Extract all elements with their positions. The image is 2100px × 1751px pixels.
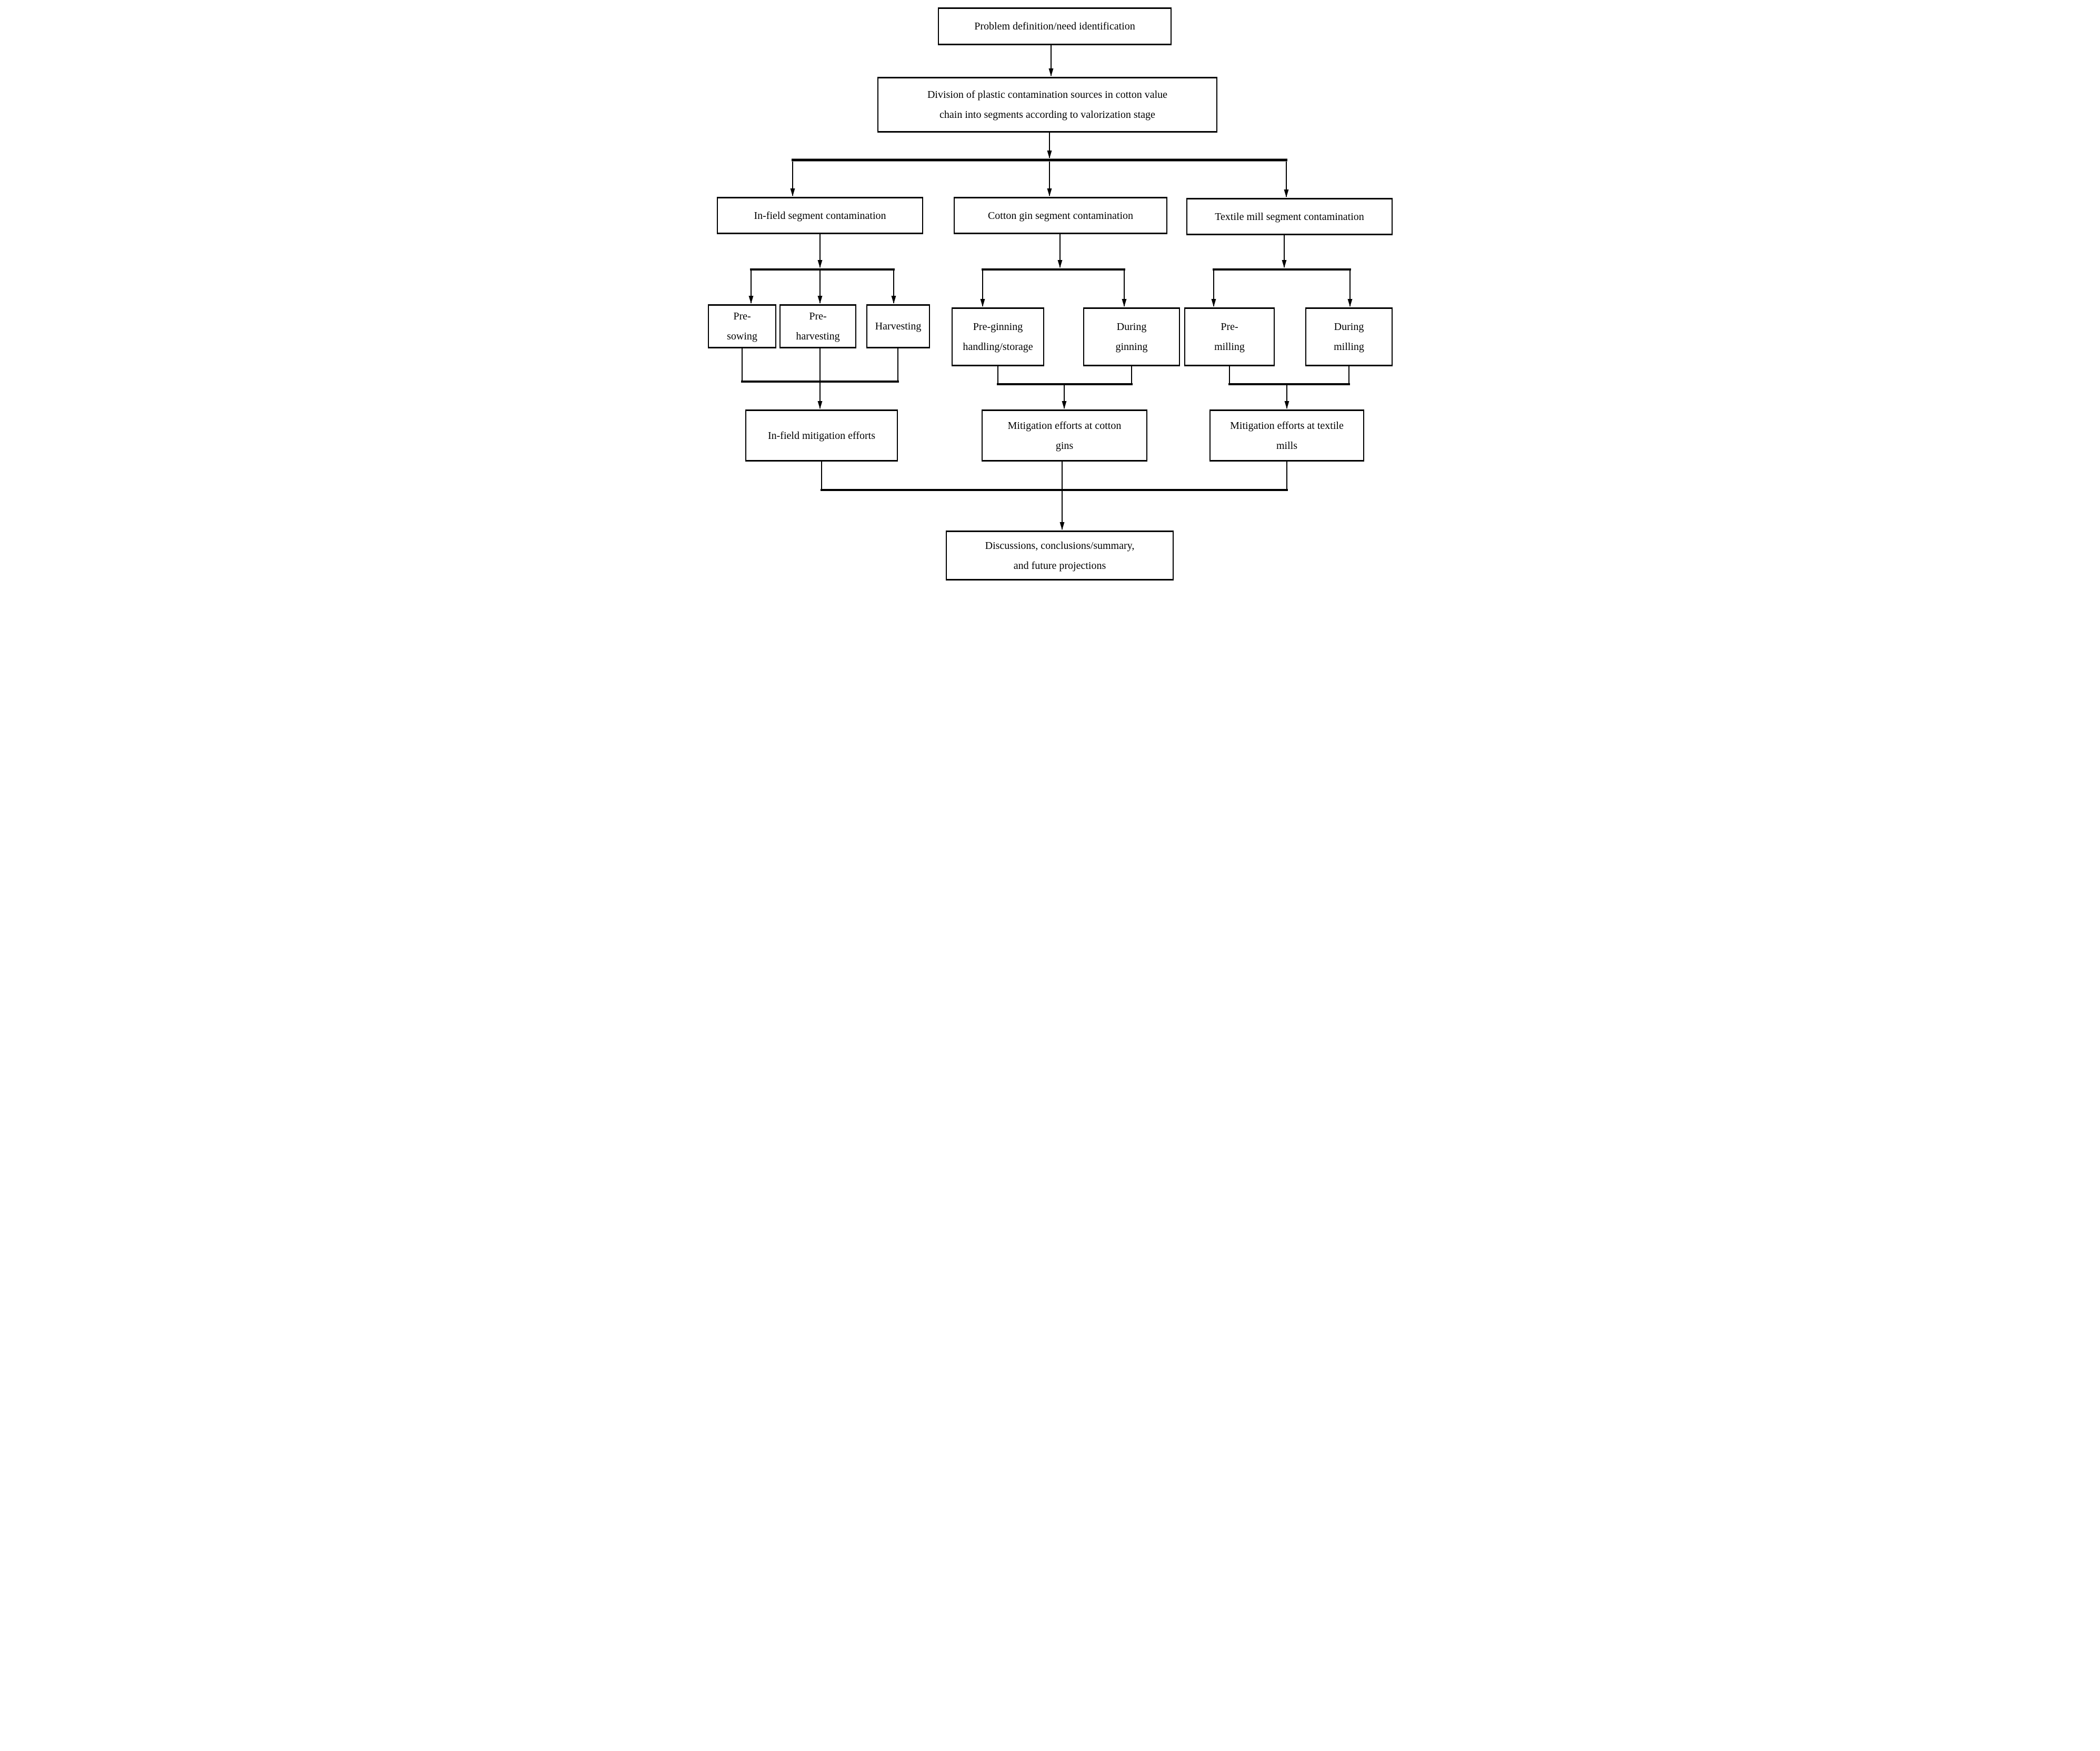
flowchart-figure: Problem definition/need identification D…	[700, 0, 1400, 585]
node-pre-milling: Pre- milling	[1184, 307, 1275, 366]
node-textile-mill-segment-contamination: Textile mill segment contamination	[1186, 198, 1393, 235]
node-pre-ginning-handling-storage: Pre-ginning handling/storage	[952, 307, 1044, 366]
node-infield-segment-contamination: In-field segment contamination	[717, 197, 923, 234]
node-pre-sowing: Pre- sowing	[708, 304, 776, 348]
node-discussions-conclusions: Discussions, conclusions/summary, and fu…	[946, 531, 1174, 581]
node-harvesting: Harvesting	[866, 304, 930, 348]
node-mitigation-efforts-textile-mills: Mitigation efforts at textile mills	[1209, 409, 1364, 462]
node-pre-harvesting: Pre- harvesting	[779, 304, 856, 348]
flowchart-connectors	[741, 45, 1353, 530]
node-mitigation-efforts-cotton-gins: Mitigation efforts at cotton gins	[982, 409, 1147, 462]
node-cotton-gin-segment-contamination: Cotton gin segment contamination	[954, 197, 1167, 234]
node-division-into-segments: Division of plastic contamination source…	[877, 77, 1217, 133]
node-problem-definition: Problem definition/need identification	[938, 7, 1172, 45]
node-during-ginning: During ginning	[1083, 307, 1180, 366]
node-during-milling: During milling	[1305, 307, 1393, 366]
node-infield-mitigation-efforts: In-field mitigation efforts	[745, 409, 898, 462]
